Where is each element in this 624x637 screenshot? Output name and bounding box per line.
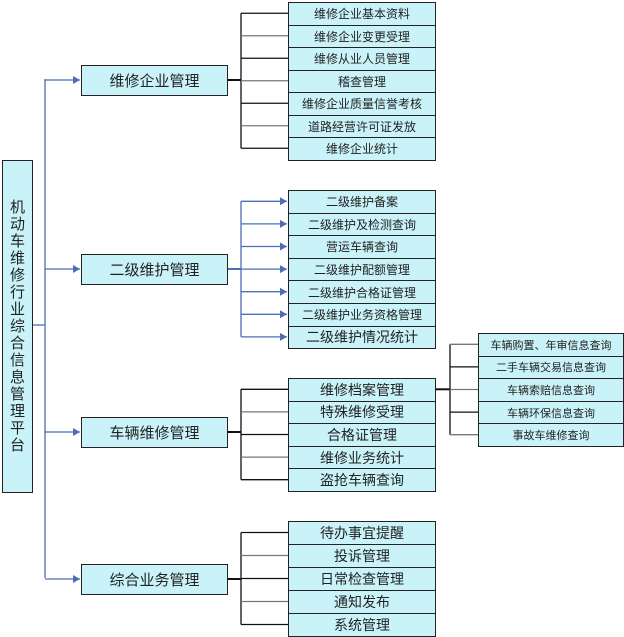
arrowhead-icon (73, 265, 80, 273)
arrowhead-icon (73, 575, 80, 583)
leaf-node: 营运车辆查询 (288, 235, 436, 259)
leaf-node: 二级维护业务资格管理 (288, 303, 436, 327)
leaf-node: 稽查管理 (288, 69, 436, 93)
leaf-node: 日常检查管理 (288, 567, 436, 591)
leaf-node: 二级维护合格证管理 (288, 280, 436, 304)
arrowhead-icon (280, 242, 287, 251)
root-node: 机动车维修行业综合信息管理平台 (2, 160, 33, 493)
leaf-node: 道路经营许可证发放 (288, 114, 436, 138)
archive-leaf-node: 二手车辆交易信息查询 (478, 355, 624, 380)
leaf-node: 维修从业人员管理 (288, 47, 436, 71)
leaf-node: 维修企业质量信誉考核 (288, 92, 436, 116)
arrowhead-icon (73, 428, 80, 436)
archive-leaf-node: 事故车维修查询 (478, 423, 624, 447)
leaf-node: 维修企业统计 (288, 137, 436, 161)
arrowhead-icon (280, 310, 287, 319)
leaf-node: 二级维护情况统计 (288, 325, 436, 350)
archive-leaf-node: 车辆购置、年审信息查询 (478, 333, 624, 357)
leaf-node: 投诉管理 (288, 544, 436, 568)
leaf-node: 维修企业基本资料 (288, 2, 436, 26)
leaf-node: 二级维护备案 (288, 190, 436, 214)
leaf-node: 维修档案管理 (288, 378, 436, 402)
arrowhead-icon (280, 332, 287, 341)
leaf-node: 维修企业变更受理 (288, 24, 436, 48)
group-node: 综合业务管理 (81, 564, 228, 595)
leaf-node: 通知发布 (288, 590, 436, 614)
leaf-node: 特殊维修受理 (288, 400, 436, 425)
leaf-node: 二级维护及检测查询 (288, 212, 436, 237)
arrowhead-icon (280, 265, 287, 274)
leaf-node: 待办事宜提醒 (288, 521, 436, 545)
archive-leaf-node: 车辆索赔信息查询 (478, 378, 624, 402)
arrowhead-icon (73, 76, 80, 84)
leaf-node: 盗抢车辆查询 (288, 468, 436, 492)
leaf-node: 二级维护配额管理 (288, 257, 436, 282)
leaf-node: 维修业务统计 (288, 445, 436, 470)
leaf-node: 合格证管理 (288, 423, 436, 447)
archive-leaf-node: 车辆环保信息查询 (478, 400, 624, 425)
arrowhead-icon (280, 219, 287, 228)
group-node: 维修企业管理 (81, 65, 228, 96)
group-node: 车辆维修管理 (81, 417, 228, 448)
arrowhead-icon (280, 287, 287, 296)
arrowhead-icon (280, 197, 287, 206)
group-node: 二级维护管理 (81, 254, 228, 285)
leaf-node: 系统管理 (288, 613, 436, 637)
